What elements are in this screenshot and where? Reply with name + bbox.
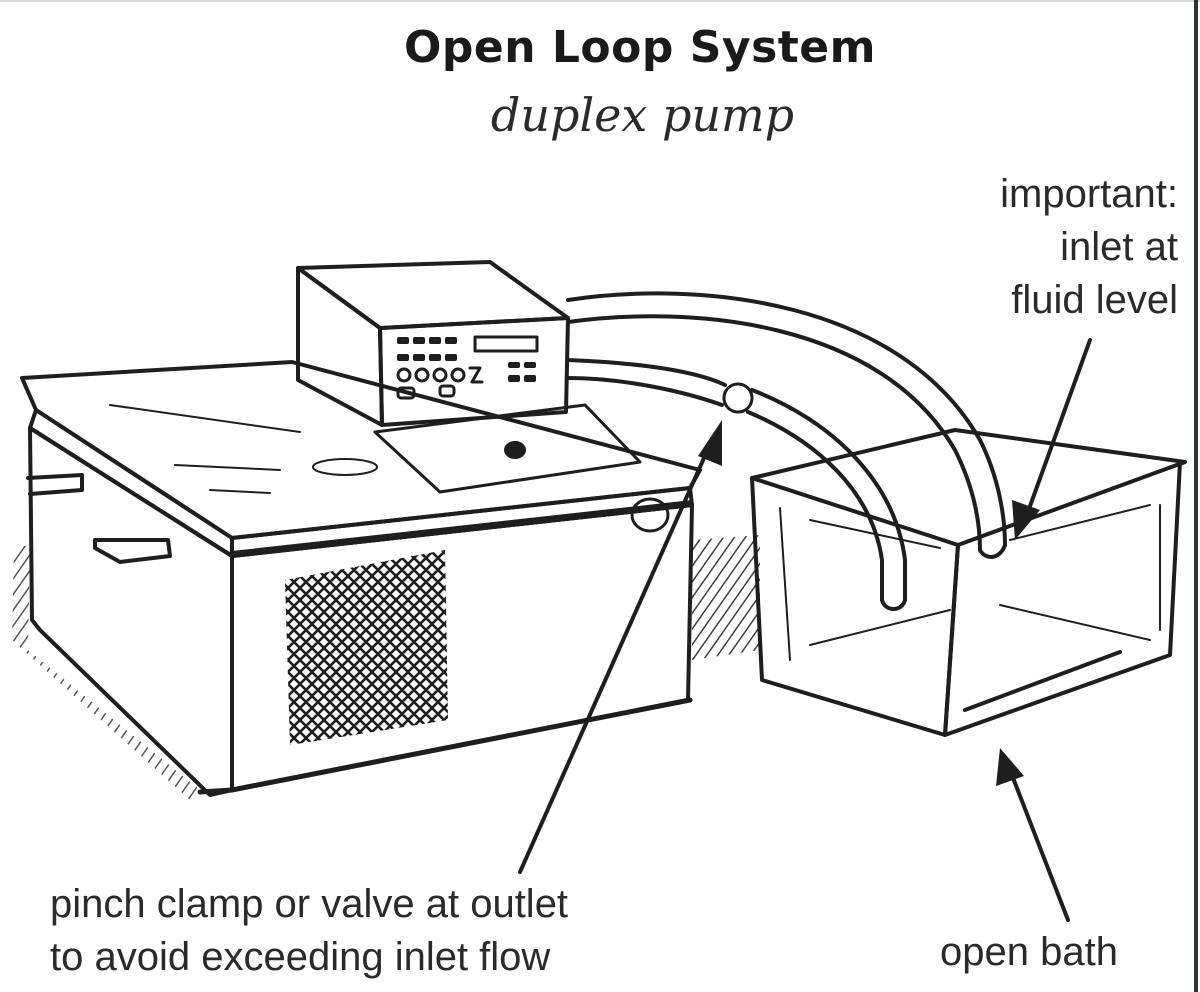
controller-top (296, 260, 570, 330)
label-pinch-note: pinch clamp or valve at outlet to avoid … (50, 878, 568, 984)
lid-text-marks (174, 464, 281, 494)
base-line (197, 697, 693, 795)
outlet-tube-b-outer (750, 388, 907, 602)
label-inlet-line-1: important: (1000, 172, 1178, 216)
controller-buttons (397, 337, 536, 382)
arrow-inlet-line (1023, 338, 1092, 522)
controller-switch (468, 366, 484, 384)
pump-controller (296, 260, 570, 427)
controller-side (296, 266, 384, 427)
bath-rim (750, 428, 1187, 547)
controller-display (473, 335, 539, 353)
pointer-arrows (518, 338, 1092, 922)
lid-recess (312, 458, 378, 476)
plate-knob (504, 441, 526, 459)
controller-front (378, 316, 570, 427)
lid-mark (109, 404, 301, 433)
bath-left-wall (750, 476, 960, 737)
arrow-inlet-head (1012, 500, 1040, 540)
drain-port (630, 497, 670, 533)
vent-grill (285, 550, 448, 745)
arrow-pinch-line (518, 438, 714, 874)
top-border (0, 0, 1200, 2)
label-inlet-line-2: inlet at (1060, 225, 1178, 269)
label-pinch-line-2: to avoid exceeding inlet flow (50, 935, 551, 979)
bath-inner-edges (779, 504, 1161, 661)
arrow-bath-line (1008, 768, 1070, 922)
label-inlet-note: important: inlet at fluid level (1000, 168, 1178, 327)
arrow-pinch-head (698, 420, 722, 466)
diagram-title: Open Loop System (404, 22, 876, 73)
label-inlet-line-3: fluid level (1011, 278, 1178, 322)
inlet-tube-inner (566, 314, 982, 552)
diagram-subtitle: duplex pump (490, 88, 795, 142)
arrow-bath-head (996, 748, 1024, 786)
left-shadow-hatch (12, 545, 200, 800)
lid-edge-left (28, 408, 234, 558)
side-handle-upper (26, 473, 84, 496)
controller-knobs (396, 367, 466, 400)
tubing (566, 291, 1007, 611)
inlet-tube-outer (566, 291, 1007, 547)
outlet-tube-a-top (566, 358, 727, 387)
bath-shadow (692, 535, 760, 660)
label-pinch-line-1: pinch clamp or valve at outlet (50, 882, 569, 926)
outlet-tube-end (880, 598, 907, 611)
bath-front-wall (943, 460, 1182, 737)
side-handle-lower (93, 538, 172, 564)
outlet-tube-b-inner (746, 410, 884, 602)
bath-base-line (963, 650, 1122, 712)
open-bath (692, 428, 1187, 737)
pinch-clamp (722, 382, 754, 414)
bath-fluid-lines (809, 504, 1151, 646)
label-open-bath: open bath (940, 930, 1118, 974)
right-border (1194, 0, 1198, 992)
circulator-unit (12, 360, 702, 800)
outlet-tube-a-bottom (566, 376, 724, 407)
inlet-tube-end (978, 543, 1007, 559)
